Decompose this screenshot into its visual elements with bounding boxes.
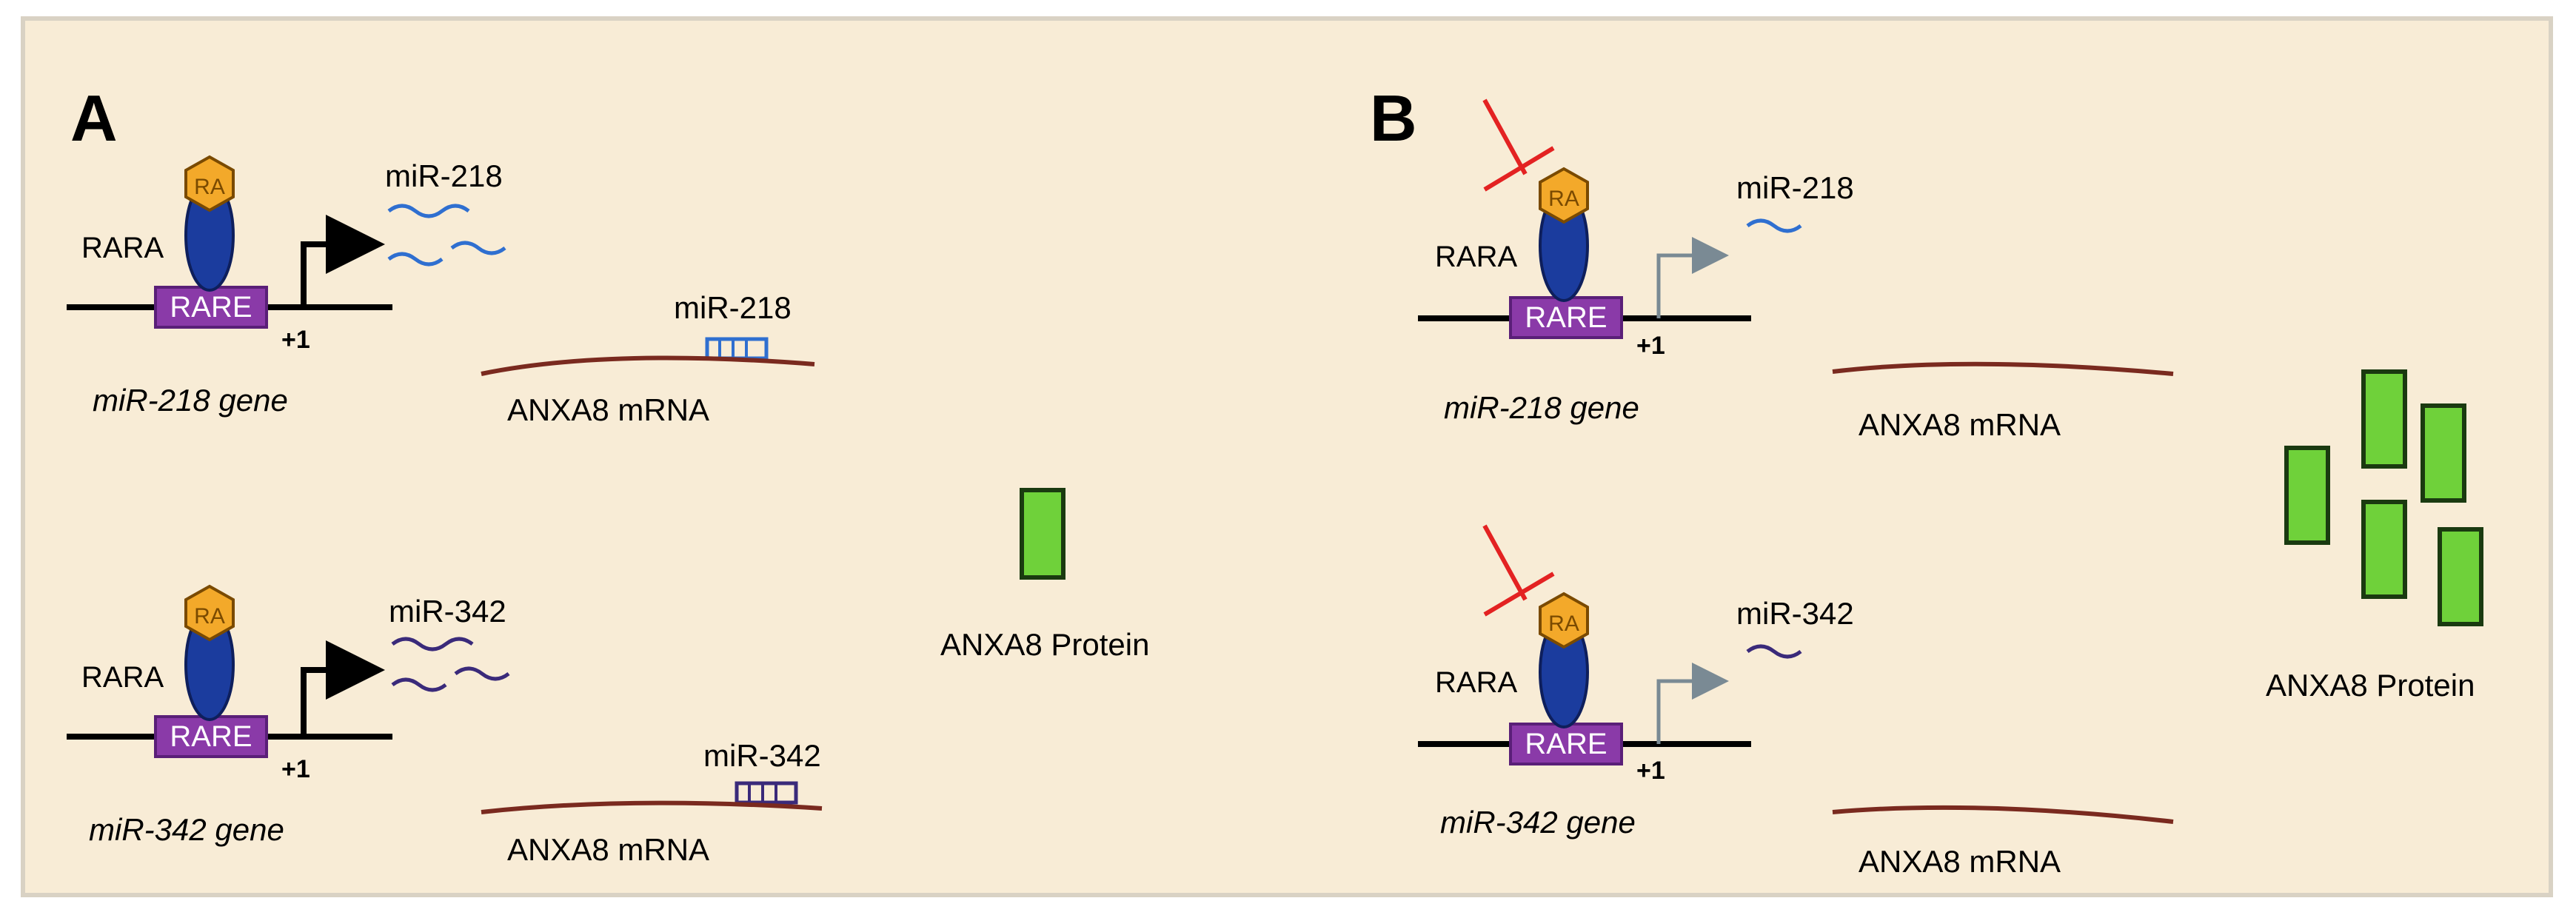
ra-ligand — [1539, 592, 1589, 649]
mirna-strand — [391, 677, 447, 692]
mirna-label: miR-218 — [385, 158, 503, 193]
ra-ligand — [184, 584, 235, 642]
anxa8-protein — [2421, 403, 2466, 503]
panel-a-protein: ANXA8 Protein — [940, 488, 1149, 662]
tss-label: +1 — [1636, 332, 1665, 360]
panel-b-bottom-mrna: ANXA8 mRNA — [1832, 805, 2174, 879]
tss-label: +1 — [281, 326, 310, 354]
mrna-label: ANXA8 mRNA — [507, 832, 709, 867]
mirna-strand — [454, 666, 510, 681]
ra-label: RA — [194, 604, 225, 629]
mrna-label: ANXA8 mRNA — [507, 392, 709, 427]
mirna-label: miR-342 — [1736, 596, 1854, 631]
anxa8-protein — [2284, 446, 2330, 545]
anxa8-protein — [1020, 488, 1065, 580]
panel-b-bottom-gene: RARE RA RARA +1 miR-342 gene miR-342 — [1418, 524, 1854, 840]
panel-a-top-gene: RARE RA RARA +1 miR-218 gene miR-218 — [67, 155, 506, 418]
panel-b-top-gene: RARE RA RARA +1 miR-218 gene miR-218 — [1418, 98, 1854, 425]
rara-label: RARA — [81, 232, 164, 264]
panel-a-letter: A — [70, 81, 118, 155]
bound-mirna-label: miR-342 — [703, 738, 821, 773]
bound-mirna — [705, 337, 769, 361]
gene-label: miR-342 gene — [1440, 805, 1636, 840]
rara-label: RARA — [81, 661, 164, 694]
rare-label: RARE — [170, 291, 252, 324]
mirna-label: miR-218 — [1736, 170, 1854, 205]
rare-box — [1509, 723, 1623, 765]
panel-a-top-mrna: miR-218 ANXA8 mRNA — [481, 290, 815, 427]
tss-arrow — [1656, 237, 1729, 318]
rara-label: RARA — [1435, 241, 1517, 273]
ra-ligand — [184, 155, 235, 212]
ra-label: RA — [194, 175, 225, 199]
mirna-strand — [387, 204, 470, 218]
mrna-strand — [1832, 805, 2174, 824]
panel-b-protein-cluster: ANXA8 Protein — [2266, 369, 2483, 703]
mirna-label: miR-342 — [389, 594, 506, 629]
rare-label: RARE — [170, 720, 252, 753]
rare-box — [154, 286, 268, 329]
mrna-label: ANXA8 mRNA — [1859, 844, 2061, 879]
mrna-strand — [481, 355, 815, 376]
mrna-label: ANXA8 mRNA — [1859, 407, 2061, 442]
anxa8-protein — [2361, 500, 2407, 599]
tss-arrow — [301, 640, 385, 737]
ra-label: RA — [1548, 612, 1579, 636]
tss-arrow — [301, 215, 385, 307]
gene-label: miR-342 gene — [89, 812, 284, 847]
mirna-strand — [450, 241, 506, 255]
panel-a-bottom-gene: RARE RA RARA +1 miR-342 gene miR-342 — [67, 584, 510, 847]
panel-b-top-mrna: ANXA8 mRNA — [1832, 361, 2174, 442]
gene-label: miR-218 gene — [1444, 390, 1639, 425]
anxa8-protein — [2438, 527, 2483, 626]
tss-label: +1 — [281, 755, 310, 783]
bound-mirna-label: miR-218 — [674, 290, 792, 325]
anxa8-protein — [2361, 369, 2407, 469]
ra-label: RA — [1548, 187, 1579, 211]
tss-arrow — [1656, 663, 1729, 744]
protein-label: ANXA8 Protein — [940, 627, 1149, 662]
mirna-strand — [1746, 218, 1802, 233]
rare-label: RARE — [1525, 728, 1607, 760]
figure-panel — [21, 16, 2553, 897]
inhibition-symbol — [1482, 524, 1555, 617]
bound-mirna — [735, 781, 798, 805]
inhibition-symbol — [1482, 98, 1555, 192]
mrna-strand — [1832, 361, 2174, 376]
rare-label: RARE — [1525, 301, 1607, 334]
mirna-strand — [391, 637, 474, 651]
ra-ligand — [1539, 167, 1589, 224]
mrna-strand — [481, 800, 823, 814]
protein-label: ANXA8 Protein — [2266, 668, 2475, 703]
tss-label: +1 — [1636, 757, 1665, 785]
gene-label: miR-218 gene — [93, 383, 288, 418]
panel-b-letter: B — [1370, 81, 1417, 155]
mirna-strand — [387, 252, 444, 267]
mirna-strand — [1746, 644, 1802, 659]
rara-label: RARA — [1435, 666, 1517, 699]
panel-a-bottom-mrna: miR-342 ANXA8 mRNA — [481, 738, 823, 867]
